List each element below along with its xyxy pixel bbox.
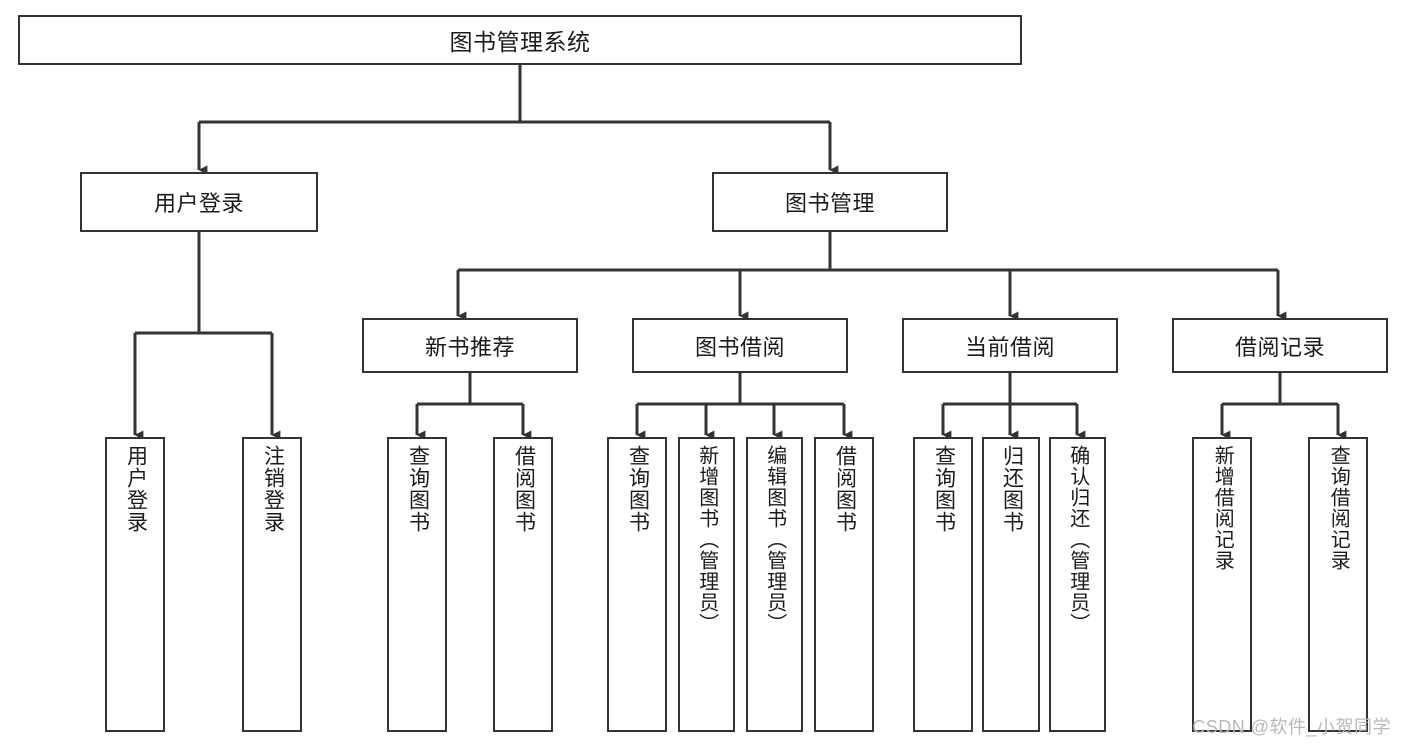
leaf-label: 新增图书（管理员） <box>695 445 718 634</box>
node-label: 图书借阅 <box>694 334 785 360</box>
leaf-user-login[interactable]: 用户登录 <box>105 437 165 732</box>
leaf-query-book-current[interactable]: 查询图书 <box>913 437 973 732</box>
node-new-book-recommend[interactable]: 新书推荐 <box>362 318 578 373</box>
node-current-borrow[interactable]: 当前借阅 <box>902 318 1118 373</box>
leaf-text-wrap: 归还图书 <box>984 445 1038 533</box>
leaf-label: 查询借阅记录 <box>1327 445 1350 571</box>
leaf-label: 查询图书 <box>626 445 650 533</box>
leaf-text-wrap: 查询借阅记录 <box>1310 445 1366 571</box>
leaf-text-wrap: 编辑图书（管理员） <box>748 445 801 634</box>
leaf-label: 借阅图书 <box>512 445 536 533</box>
watermark-text: CSDN @软件_小贺同学 <box>1192 717 1391 737</box>
leaf-add-borrow-record[interactable]: 新增借阅记录 <box>1192 437 1252 732</box>
leaf-logout[interactable]: 注销登录 <box>242 437 302 732</box>
node-book-management[interactable]: 图书管理 <box>712 172 948 232</box>
leaf-borrow-book-recommend[interactable]: 借阅图书 <box>493 437 553 732</box>
node-book-borrow[interactable]: 图书借阅 <box>632 318 848 373</box>
leaf-label: 查询图书 <box>406 445 430 533</box>
leaf-label: 借阅图书 <box>833 445 857 533</box>
leaf-text-wrap: 借阅图书 <box>495 445 551 533</box>
node-label: 新书推荐 <box>424 334 515 360</box>
leaf-borrow-book[interactable]: 借阅图书 <box>814 437 874 732</box>
leaf-add-book-admin[interactable]: 新增图书（管理员） <box>678 437 735 732</box>
leaf-label: 归还图书 <box>1000 445 1024 533</box>
leaf-text-wrap: 注销登录 <box>244 445 300 533</box>
node-user-login[interactable]: 用户登录 <box>80 172 318 232</box>
leaf-label: 注销登录 <box>261 445 285 533</box>
leaf-label: 查询图书 <box>932 445 956 533</box>
leaf-label: 用户登录 <box>124 445 148 533</box>
node-label: 图书管理系统 <box>449 29 591 55</box>
leaf-text-wrap: 借阅图书 <box>816 445 872 533</box>
leaf-text-wrap: 新增图书（管理员） <box>680 445 733 634</box>
leaf-label: 新增借阅记录 <box>1211 445 1234 571</box>
leaf-text-wrap: 查询图书 <box>915 445 971 533</box>
leaf-text-wrap: 查询图书 <box>609 445 665 533</box>
leaf-return-book[interactable]: 归还图书 <box>982 437 1040 732</box>
leaf-edit-book-admin[interactable]: 编辑图书（管理员） <box>746 437 803 732</box>
leaf-text-wrap: 查询图书 <box>389 445 445 533</box>
node-borrow-records[interactable]: 借阅记录 <box>1172 318 1388 373</box>
node-label: 图书管理 <box>784 191 875 216</box>
node-label: 借阅记录 <box>1234 334 1325 360</box>
leaf-query-book-recommend[interactable]: 查询图书 <box>387 437 447 732</box>
leaf-text-wrap: 新增借阅记录 <box>1194 445 1250 571</box>
leaf-query-borrow-record[interactable]: 查询借阅记录 <box>1308 437 1368 732</box>
leaf-text-wrap: 确认归还（管理员） <box>1051 445 1104 634</box>
node-root-book-management-system[interactable]: 图书管理系统 <box>18 15 1022 65</box>
node-label: 用户登录 <box>153 191 244 216</box>
leaf-label: 编辑图书（管理员） <box>763 445 786 634</box>
leaf-text-wrap: 用户登录 <box>107 445 163 533</box>
leaf-label: 确认归还（管理员） <box>1066 445 1089 634</box>
node-label: 当前借阅 <box>964 334 1055 360</box>
leaf-query-book-borrow[interactable]: 查询图书 <box>607 437 667 732</box>
leaf-confirm-return-admin[interactable]: 确认归还（管理员） <box>1049 437 1106 732</box>
